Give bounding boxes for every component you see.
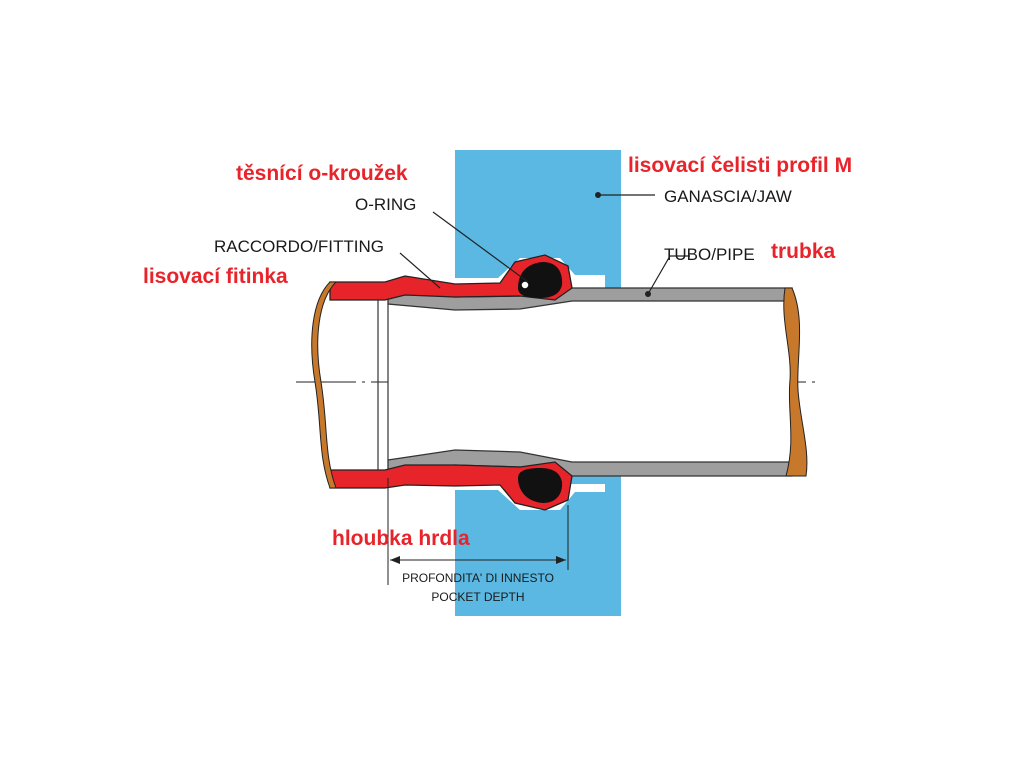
- fitting-wall-bottom: [329, 461, 573, 511]
- fitting-label-cz: lisovací fitinka: [143, 265, 288, 288]
- fitting-label: RACCORDO/FITTING: [214, 237, 384, 256]
- leader-fitting: [399, 252, 441, 289]
- leader-pipe-dot: [645, 291, 651, 297]
- leader-jaw-dot: [595, 192, 601, 198]
- leader-pipe: [647, 255, 690, 295]
- jaw-label-cz: lisovací čelisti profil M: [628, 154, 852, 177]
- pipe-label-cz: trubka: [771, 240, 836, 263]
- oring-label: O-RING: [355, 195, 416, 214]
- pipe-bore: [388, 300, 790, 462]
- oring-label-cz: těsnící o-kroužek: [236, 162, 408, 185]
- fitting-cut-end: [311, 281, 338, 489]
- depth-label-en: POCKET DEPTH: [431, 590, 524, 604]
- depth-arrow-right: [556, 556, 566, 564]
- oring-bottom: [518, 468, 563, 503]
- jaw-label: GANASCIA/JAW: [664, 187, 792, 206]
- pipe-label: TUBO/PIPE: [664, 245, 755, 264]
- depth-label-it: PROFONDITA' DI INNESTO: [402, 571, 554, 585]
- depth-label-cz: hloubka hrdla: [332, 527, 470, 550]
- depth-arrow-left: [390, 556, 400, 564]
- leader-oring: [432, 211, 529, 283]
- oring-indicator-dot: [520, 280, 530, 290]
- oring-top: [518, 262, 563, 298]
- pipe-cut-end: [783, 287, 808, 477]
